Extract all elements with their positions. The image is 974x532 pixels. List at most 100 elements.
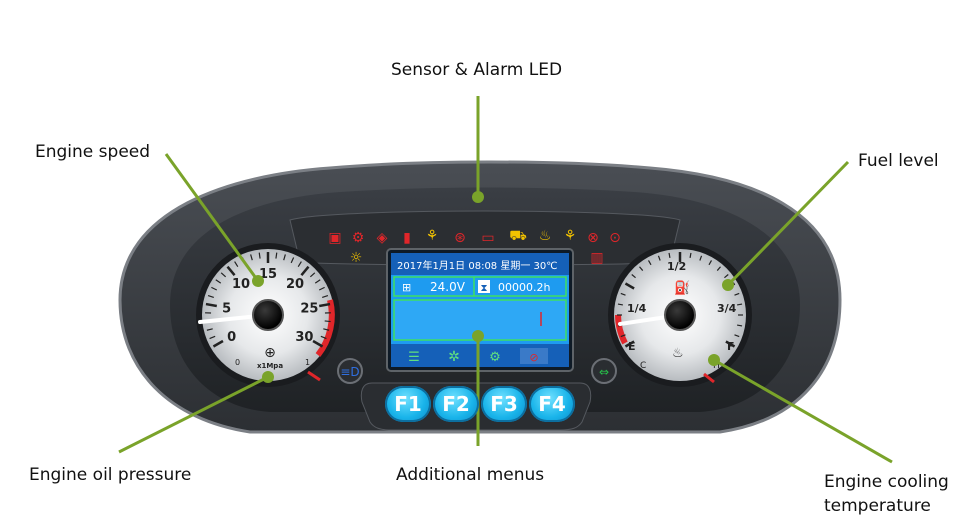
tach-tick (207, 294, 214, 298)
oil-tick-0: 0 (235, 358, 240, 367)
tach-tick (211, 286, 218, 291)
callout-dots (252, 191, 734, 383)
side-indicators: ≡D ⇔ (337, 358, 617, 384)
tach-tick (205, 302, 218, 308)
tach-tick (250, 254, 253, 261)
oil-can-icon: ◈ (377, 230, 388, 246)
tach-tick (300, 265, 310, 276)
fuel-pump-icon: ⛽ (674, 280, 690, 296)
temp-label-h: H (713, 361, 720, 371)
fuel-tick (639, 266, 644, 271)
fuel-tick (617, 303, 623, 306)
tach-tick (275, 252, 278, 259)
settings-icon[interactable]: ✲ (448, 349, 460, 365)
tach-tick (215, 279, 222, 284)
gear-icon: ⊗ (587, 230, 599, 246)
tach-tick (318, 302, 331, 308)
tach-tick (314, 279, 321, 284)
temp-label-c: C (640, 361, 646, 371)
fuel-tick (620, 334, 626, 338)
tach-tick (290, 257, 295, 264)
fuel-tick (699, 255, 703, 261)
fuel-label-half: 1/2 (667, 260, 686, 273)
fuel-label-e: E (628, 340, 636, 353)
tachometer-gauge: 0 510 15 20 25 30 ⊕ 0 1 x1Mpa (196, 243, 340, 387)
glow-plug-icon: ⚘ (426, 228, 439, 244)
parking-icon: ▥ (590, 250, 603, 266)
fuel-tick (716, 266, 721, 271)
tach-tick (220, 272, 227, 278)
fuel-tick (624, 340, 635, 348)
tach-tick (312, 339, 324, 348)
diagnostic-icon[interactable]: ⊘ (529, 351, 538, 364)
tach-tick (283, 254, 286, 261)
menu-list-icon[interactable]: ☰ (408, 350, 420, 365)
tach-tick (322, 294, 329, 298)
filter-icon: ▣ (328, 230, 341, 246)
tach-tick (226, 265, 236, 276)
tach-tick (318, 286, 325, 291)
hourglass-icon: ⧗ (480, 283, 487, 294)
fuel-tick (737, 303, 743, 306)
fuel-tick (734, 334, 740, 338)
tach-tick (212, 339, 224, 348)
tach-tick (324, 320, 331, 323)
f4-button[interactable]: F4 (529, 386, 575, 422)
tach-tick (320, 335, 327, 340)
tach-label: 20 (286, 277, 304, 292)
tractor-icon: ⛟ (509, 228, 527, 244)
sun-icon: ☼ (350, 250, 363, 266)
f2-button[interactable]: F2 (433, 386, 479, 422)
callout-engine-speed: Engine speed (35, 142, 151, 162)
callout-lines (118, 96, 893, 464)
fuel-tick (724, 274, 729, 279)
tach-tick (206, 328, 213, 331)
tach-ticks (205, 252, 331, 348)
fuel-hub (664, 299, 696, 331)
tach-label: 30 (295, 330, 313, 345)
oil-pressure-icon: ⊕ (264, 345, 276, 361)
screen-datetime: 2017年1月1日 08:08 星期一 30℃ (397, 259, 557, 272)
coolant-icon: ♨ (672, 346, 684, 361)
tach-tick (297, 261, 302, 267)
fuel-tick (624, 282, 635, 290)
callout-cooling-line2: temperature (824, 496, 931, 516)
tach-label: 15 (259, 267, 277, 282)
callout-fuel-level: Fuel level (858, 151, 939, 171)
brake-icon: ⊛ (454, 230, 466, 246)
oil-tick-1: 1 (305, 358, 310, 367)
fuel-label-f: F (727, 340, 735, 353)
fuel-icon: ▮ (403, 230, 411, 246)
callout-sensor-alarm: Sensor & Alarm LED (391, 60, 563, 80)
fuel-tick (734, 292, 740, 296)
tach-label: 0 (227, 330, 236, 345)
tach-tick (209, 335, 216, 340)
headlight-icon: ≡D (340, 365, 359, 379)
tach-tick (234, 261, 239, 267)
engine-icon[interactable]: ⚙ (489, 350, 501, 365)
engine-check-icon: ⚙ (352, 230, 365, 246)
screen-voltage: 24.0V (430, 280, 466, 294)
fuel-tick (708, 260, 713, 266)
callout-oil-pressure: Engine oil pressure (29, 465, 192, 485)
tach-label: 25 (300, 302, 318, 317)
tach-label: 10 (232, 277, 250, 292)
battery-icon: ⊞ (402, 281, 411, 294)
battery-icon: ▭ (481, 230, 494, 246)
alarm-led-strip: ▣ ⚙ ◈ ▮ ⚘ ⊛ ▭ ⛟ ♨ ⚘ ⊗ ⊙ ☼ ▥ (328, 228, 620, 266)
tach-tick (309, 272, 316, 278)
f1-button[interactable]: F1 (385, 386, 431, 422)
fuel-tick (668, 252, 671, 258)
tach-tick (323, 328, 330, 331)
oil-unit: x1Mpa (257, 362, 283, 370)
lcd-screen: 2017年1月1日 08:08 星期一 30℃ ⊞ 24.0V ⧗ 00000.… (386, 248, 574, 372)
fuel-tick (689, 252, 692, 258)
f3-button[interactable]: F3 (481, 386, 527, 422)
preheat-icon: ⚘ (564, 228, 577, 244)
fuel-tick (737, 324, 743, 327)
fuel-tick (725, 340, 736, 348)
tach-labels: 0 510 15 20 25 30 (222, 267, 318, 345)
tach-label: 5 (222, 302, 231, 317)
fuel-temp-gauge: 1/4 1/2 3/4 E F C H ⛽ ♨ (608, 243, 752, 387)
